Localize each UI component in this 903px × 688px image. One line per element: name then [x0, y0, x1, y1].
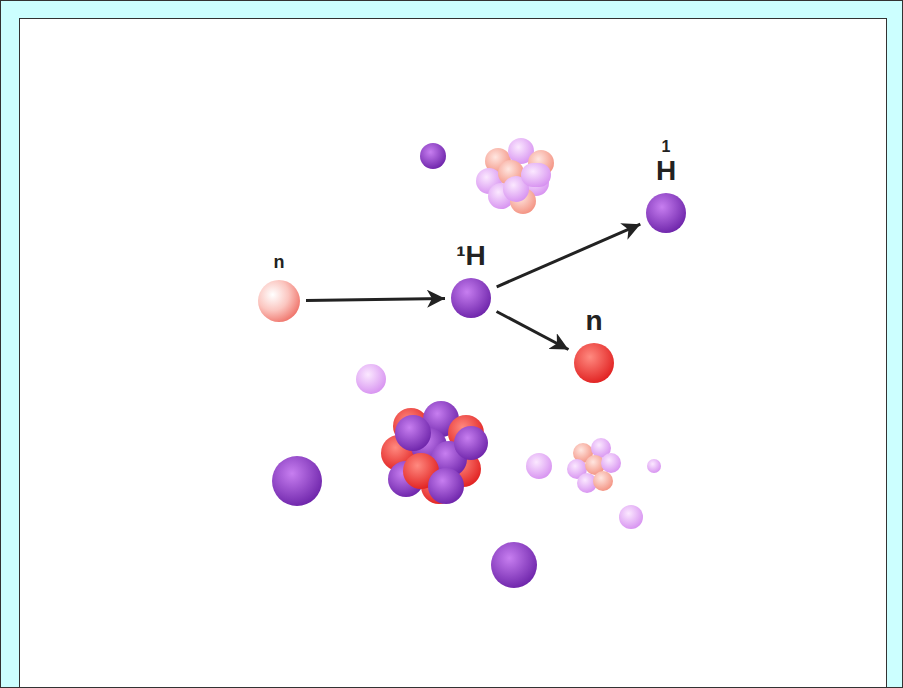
nucleus [567, 438, 621, 493]
particle-label: n [274, 253, 285, 272]
particle-label: n [585, 306, 602, 335]
nucleus [476, 138, 554, 214]
particle [526, 453, 552, 479]
particle [256, 278, 302, 324]
particle-label: H [656, 156, 676, 185]
particle [272, 456, 322, 506]
particle-label: 1 [662, 139, 671, 156]
particle [644, 191, 688, 235]
nucleus [381, 401, 488, 504]
particle [420, 143, 446, 169]
particle [356, 364, 386, 394]
particle [572, 341, 616, 385]
particle [491, 542, 537, 588]
particle [619, 505, 643, 529]
motion-arrow [497, 311, 569, 349]
particle-node: 1H [644, 139, 688, 235]
motion-arrow [306, 298, 445, 300]
particle [647, 459, 661, 473]
motion-arrow [497, 224, 641, 287]
particle-node: ¹H [449, 241, 493, 320]
particle-node: n [256, 253, 302, 324]
particle-node: n [572, 306, 616, 385]
panel [19, 18, 887, 688]
particle-label: ¹H [456, 241, 486, 270]
particle [449, 276, 493, 320]
